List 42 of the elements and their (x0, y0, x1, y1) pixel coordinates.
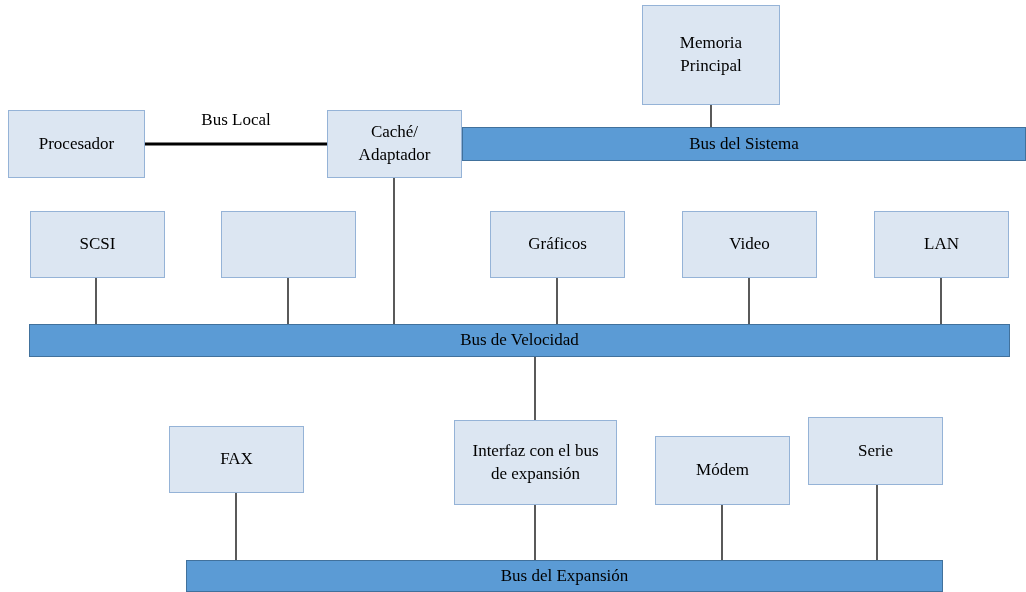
bus-bar (186, 560, 943, 592)
component-label: Módem (695, 459, 750, 482)
connector-line (556, 277, 558, 325)
connector-line (534, 504, 536, 561)
component-label: Caché/ Adaptador (357, 121, 432, 166)
connector-line (876, 484, 878, 561)
connector-line (534, 356, 536, 421)
component-label: Serie (857, 439, 894, 462)
component-label: FAX (219, 448, 254, 471)
component-box (221, 211, 356, 278)
component-box (874, 211, 1009, 278)
bus-label: Bus del Sistema (688, 132, 800, 155)
bus-label: Bus de Velocidad (459, 329, 580, 352)
connector-line (748, 277, 750, 325)
component-box (808, 417, 943, 485)
component-box (30, 211, 165, 278)
bus-bar (29, 324, 1010, 357)
component-label: Interfaz con el bus de expansión (471, 439, 600, 485)
connector-line (393, 177, 395, 325)
connector-line (721, 504, 723, 561)
component-box (642, 5, 780, 105)
component-label: SCSI (78, 233, 117, 256)
connector-line (95, 277, 97, 325)
component-label: Gráficos (527, 233, 588, 256)
connector-line (287, 277, 289, 325)
component-box (327, 110, 462, 178)
component-box (655, 436, 790, 505)
component-box (454, 420, 617, 505)
bus-bar (462, 127, 1026, 161)
component-box (169, 426, 304, 493)
connector-line (235, 492, 237, 561)
bus-label: Bus del Expansión (499, 564, 630, 587)
component-label: LAN (923, 233, 960, 256)
component-box (8, 110, 145, 178)
component-label: Procesador (37, 132, 116, 155)
component-box (682, 211, 817, 278)
connector-line (710, 104, 712, 128)
component-label: Memoria Principal (678, 32, 744, 77)
component-label: Video (728, 233, 771, 256)
component-box (490, 211, 625, 278)
connector-line (145, 142, 327, 146)
connector-line (940, 277, 942, 325)
